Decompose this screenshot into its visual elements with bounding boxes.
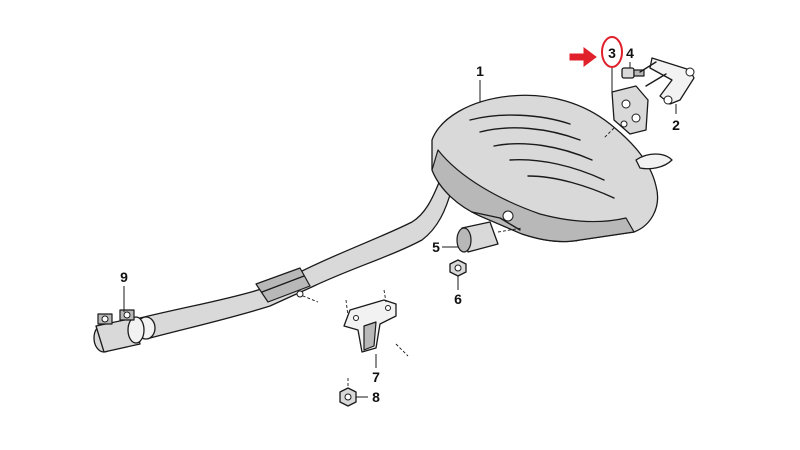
rear-muffler [431, 94, 673, 243]
exhaust-pipe [136, 179, 453, 340]
mounting-bracket [603, 68, 649, 139]
hex-nut-8 [339, 378, 368, 407]
bolt [621, 62, 645, 79]
hex-nut-6 [449, 259, 467, 290]
part-label-3: 3 [608, 45, 616, 61]
red-arrow-icon [569, 47, 597, 67]
part-label-5: 5 [432, 239, 440, 255]
support-bracket [343, 289, 409, 368]
part-label-8: 8 [372, 389, 380, 405]
part-label-6: 6 [454, 291, 462, 307]
pipe-connector [442, 211, 523, 253]
highlight-circle [601, 36, 623, 68]
rubber-hanger [639, 57, 695, 114]
part-label-9: 9 [120, 269, 128, 285]
part-label-4: 4 [626, 45, 634, 61]
pipe-clamp [93, 309, 145, 353]
part-label-7: 7 [372, 369, 380, 385]
part-label-1: 1 [476, 63, 484, 79]
highlight-marker [569, 36, 623, 68]
part-label-2: 2 [672, 117, 680, 133]
